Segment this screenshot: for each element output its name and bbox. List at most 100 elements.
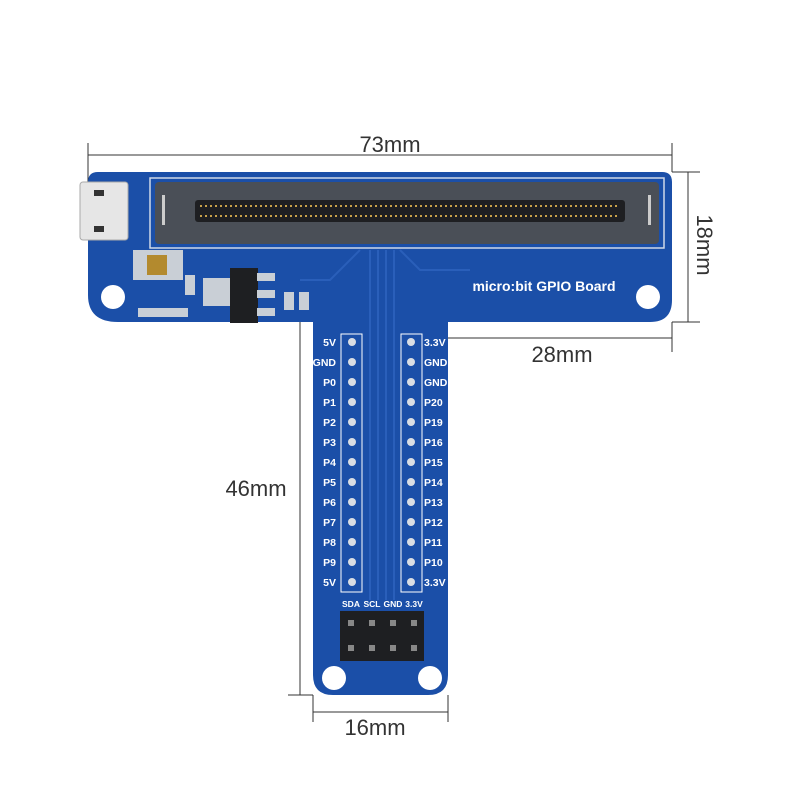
stem-length-dimension: 46mm <box>225 476 286 501</box>
header-pin <box>390 620 396 626</box>
header-pin <box>348 620 354 626</box>
i2c-pin-label: SDA <box>342 599 360 609</box>
smd-resistor <box>284 292 294 310</box>
i2c-pin-label: SCL <box>364 599 381 609</box>
mounting-hole <box>101 285 125 309</box>
pin-hole <box>348 578 356 586</box>
left-header-outline <box>340 333 363 593</box>
right-pin-label: P11 <box>424 537 442 549</box>
connector-slot <box>195 200 625 222</box>
pin-hole <box>407 538 415 546</box>
smd-resistor <box>299 292 309 310</box>
usb-tab <box>94 190 104 196</box>
left-pin-label: 5V <box>323 577 336 589</box>
usb-tab <box>94 226 104 232</box>
pin-hole <box>407 458 415 466</box>
right-pin-label: P15 <box>424 457 443 469</box>
mounting-hole <box>322 666 346 690</box>
pin-hole <box>348 538 356 546</box>
height-dimension: 18mm <box>692 214 717 275</box>
left-pin-label: P9 <box>323 557 336 569</box>
dimension-lines <box>87 143 700 722</box>
connector-outline <box>149 177 665 249</box>
connector-latch <box>648 195 651 225</box>
voltage-regulator <box>203 278 231 306</box>
regulator-lead <box>257 290 275 298</box>
fuse-body <box>147 255 167 275</box>
regulator-body <box>230 268 258 323</box>
right-pin-label: P20 <box>424 397 443 409</box>
left-pin-label: 5V <box>323 337 336 349</box>
right-pin-label: 3.3V <box>424 577 446 589</box>
right-pin-label: P19 <box>424 417 443 429</box>
left-pin-label: P0 <box>323 377 336 389</box>
right-pin-label: 3.3V <box>424 337 446 349</box>
right-pin-label: P14 <box>424 477 443 489</box>
stem-width-dimension: 16mm <box>344 715 405 740</box>
board-title: micro:bit GPIO Board <box>472 278 615 294</box>
i2c-pin-label: GND <box>384 599 403 609</box>
pin-hole <box>348 518 356 526</box>
pin-hole <box>348 498 356 506</box>
pin-hole <box>348 378 356 386</box>
i2c-pin-label: 3.3V <box>405 599 423 609</box>
right-pin-label: P12 <box>424 517 443 529</box>
pin-hole <box>348 558 356 566</box>
width-dimension: 73mm <box>359 132 420 157</box>
pin-hole <box>348 358 356 366</box>
left-pin-label: P5 <box>323 477 336 489</box>
pin-hole <box>407 358 415 366</box>
pcb-traces <box>300 249 470 600</box>
left-pin-label: P4 <box>323 457 336 469</box>
pin-hole <box>407 558 415 566</box>
pin-hole <box>348 418 356 426</box>
pin-hole <box>407 438 415 446</box>
header-pin <box>369 645 375 651</box>
left-pin-label: P6 <box>323 497 336 509</box>
right-pin-label: GND <box>424 357 448 369</box>
right-header-outline <box>400 333 423 593</box>
mounting-hole <box>636 285 660 309</box>
pin-hole <box>407 418 415 426</box>
left-pin-label: P7 <box>323 517 336 529</box>
pin-hole <box>348 458 356 466</box>
connector-latch <box>162 195 165 225</box>
right-pin-label: P13 <box>424 497 443 509</box>
pin-hole <box>407 478 415 486</box>
pin-hole <box>407 498 415 506</box>
smd-capacitor <box>185 275 195 295</box>
header-pin <box>411 645 417 651</box>
pin-hole <box>348 338 356 346</box>
right-pin-label: P16 <box>424 437 443 449</box>
pin-hole <box>348 478 356 486</box>
header-pin <box>411 620 417 626</box>
pin-hole <box>407 398 415 406</box>
left-pin-label: P2 <box>323 417 336 429</box>
smd-led <box>138 308 188 317</box>
pin-hole <box>348 398 356 406</box>
i2c-header <box>340 611 424 661</box>
regulator-lead <box>257 273 275 281</box>
left-pin-label: P3 <box>323 437 336 449</box>
pin-hole <box>407 518 415 526</box>
pin-hole <box>407 378 415 386</box>
pin-hole <box>407 578 415 586</box>
header-pin <box>369 620 375 626</box>
header-pin <box>348 645 354 651</box>
left-pin-label: P1 <box>323 397 336 409</box>
header-pin <box>390 645 396 651</box>
pin-hole <box>348 438 356 446</box>
right-pin-label: P10 <box>424 557 443 569</box>
micro-usb-port <box>79 181 129 241</box>
left-pin-label: GND <box>313 357 337 369</box>
right-pin-label: GND <box>424 377 448 389</box>
left-pin-label: P8 <box>323 537 336 549</box>
regulator-lead <box>257 308 275 316</box>
mounting-hole <box>418 666 442 690</box>
pin-hole <box>407 338 415 346</box>
side-dimension: 28mm <box>531 342 592 367</box>
